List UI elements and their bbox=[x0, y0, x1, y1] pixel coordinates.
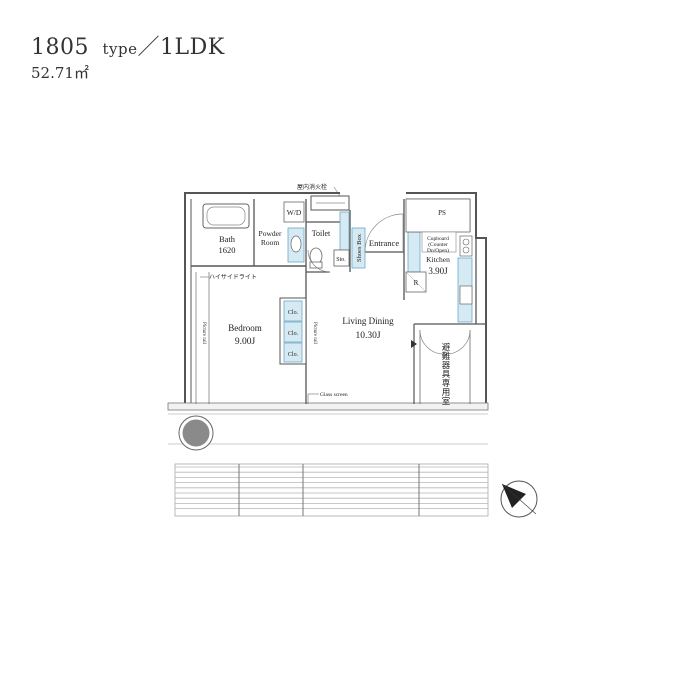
living-dining-label: Living Dining bbox=[342, 316, 394, 326]
plan-type: 1LDK bbox=[160, 35, 225, 60]
evacuation-room-char: 専 bbox=[442, 378, 451, 388]
kitchen-sink-icon bbox=[459, 235, 473, 305]
interior-walls bbox=[191, 195, 486, 404]
louver-panel bbox=[174, 463, 489, 517]
refrigerator-icon bbox=[405, 271, 427, 293]
evacuation-room-char: 器 bbox=[442, 360, 451, 370]
evacuation-room-char: 具 bbox=[442, 369, 451, 379]
cupboard-label: Cupboard bbox=[427, 236, 449, 242]
unit-area: 52.71㎡ bbox=[31, 64, 89, 82]
entrance-label: Entrance bbox=[369, 238, 399, 248]
closet-label-1: Clo. bbox=[288, 310, 299, 316]
living-dining-size-label: 10.30J bbox=[355, 331, 380, 341]
room-label: Room bbox=[261, 238, 280, 247]
bedroom-size-label: 9.00J bbox=[235, 337, 256, 347]
evac-door-swing-right bbox=[445, 329, 471, 355]
balcony-edge bbox=[167, 402, 489, 445]
evacuation-room-char: 難 bbox=[442, 351, 451, 361]
bath-size-label: 1620 bbox=[219, 245, 236, 255]
ac-outdoor-unit-icon bbox=[178, 415, 214, 451]
closet-label-2: Clo. bbox=[288, 331, 299, 337]
high-side-light-label: ハイサイドライト bbox=[209, 274, 257, 281]
toilet-label: Toilet bbox=[312, 229, 331, 238]
evacuation-room-char: 避 bbox=[442, 342, 451, 352]
sto-box bbox=[333, 249, 350, 267]
north-compass-icon bbox=[500, 480, 538, 518]
evac-door-swing-left bbox=[419, 329, 445, 355]
glass-screen-label: Glass screen bbox=[320, 392, 348, 398]
plan-separator: ／ bbox=[137, 35, 160, 60]
picture-rail-label-living: Picture rail bbox=[312, 322, 317, 345]
toilet-door-swing bbox=[307, 249, 331, 273]
bathtub-icon bbox=[202, 203, 250, 229]
ps-label: PS bbox=[438, 209, 446, 217]
washer-dryer-box bbox=[283, 201, 305, 223]
bedroom-label: Bedroom bbox=[228, 323, 262, 333]
kitchen-label: Kitchen bbox=[426, 255, 450, 264]
closet-label-3: Clo. bbox=[288, 352, 299, 358]
picture-rail-label-bedroom: Picture rail bbox=[201, 322, 206, 345]
unit-title: 1805 type／1LDK bbox=[31, 29, 225, 61]
cupboard-open-label: Dn/Open) bbox=[427, 247, 449, 254]
fire-hydrant-label: 屋内消火栓 bbox=[297, 183, 327, 191]
shoes-box-label: Shoes Box bbox=[356, 233, 363, 262]
wd-label: W/D bbox=[287, 208, 302, 217]
powder-label: Powder bbox=[259, 229, 282, 238]
type-label: type bbox=[102, 40, 138, 58]
evacuation-room-char: 用 bbox=[442, 387, 451, 397]
toilet-icon bbox=[309, 247, 323, 269]
evacuation-room-char: 室 bbox=[442, 396, 451, 406]
room-labels: Bath 1620 W/D Powder Room Toilet Sto. Sh… bbox=[200, 183, 450, 404]
cupboard-box bbox=[421, 231, 457, 253]
kitchen-size-label: 3.90J bbox=[428, 266, 448, 276]
refrigerator-label: R bbox=[414, 279, 419, 287]
entrance-door-swing bbox=[364, 213, 404, 253]
unit-number: 1805 bbox=[31, 35, 89, 60]
basin-icon bbox=[290, 235, 302, 253]
entry-arrow-icon bbox=[411, 340, 417, 348]
cupboard-counter-label: (Counter bbox=[428, 241, 448, 248]
bath-label: Bath bbox=[219, 234, 236, 244]
closet-stack bbox=[279, 297, 307, 365]
sto-label: Sto. bbox=[336, 257, 346, 263]
louver-frame bbox=[174, 463, 489, 517]
